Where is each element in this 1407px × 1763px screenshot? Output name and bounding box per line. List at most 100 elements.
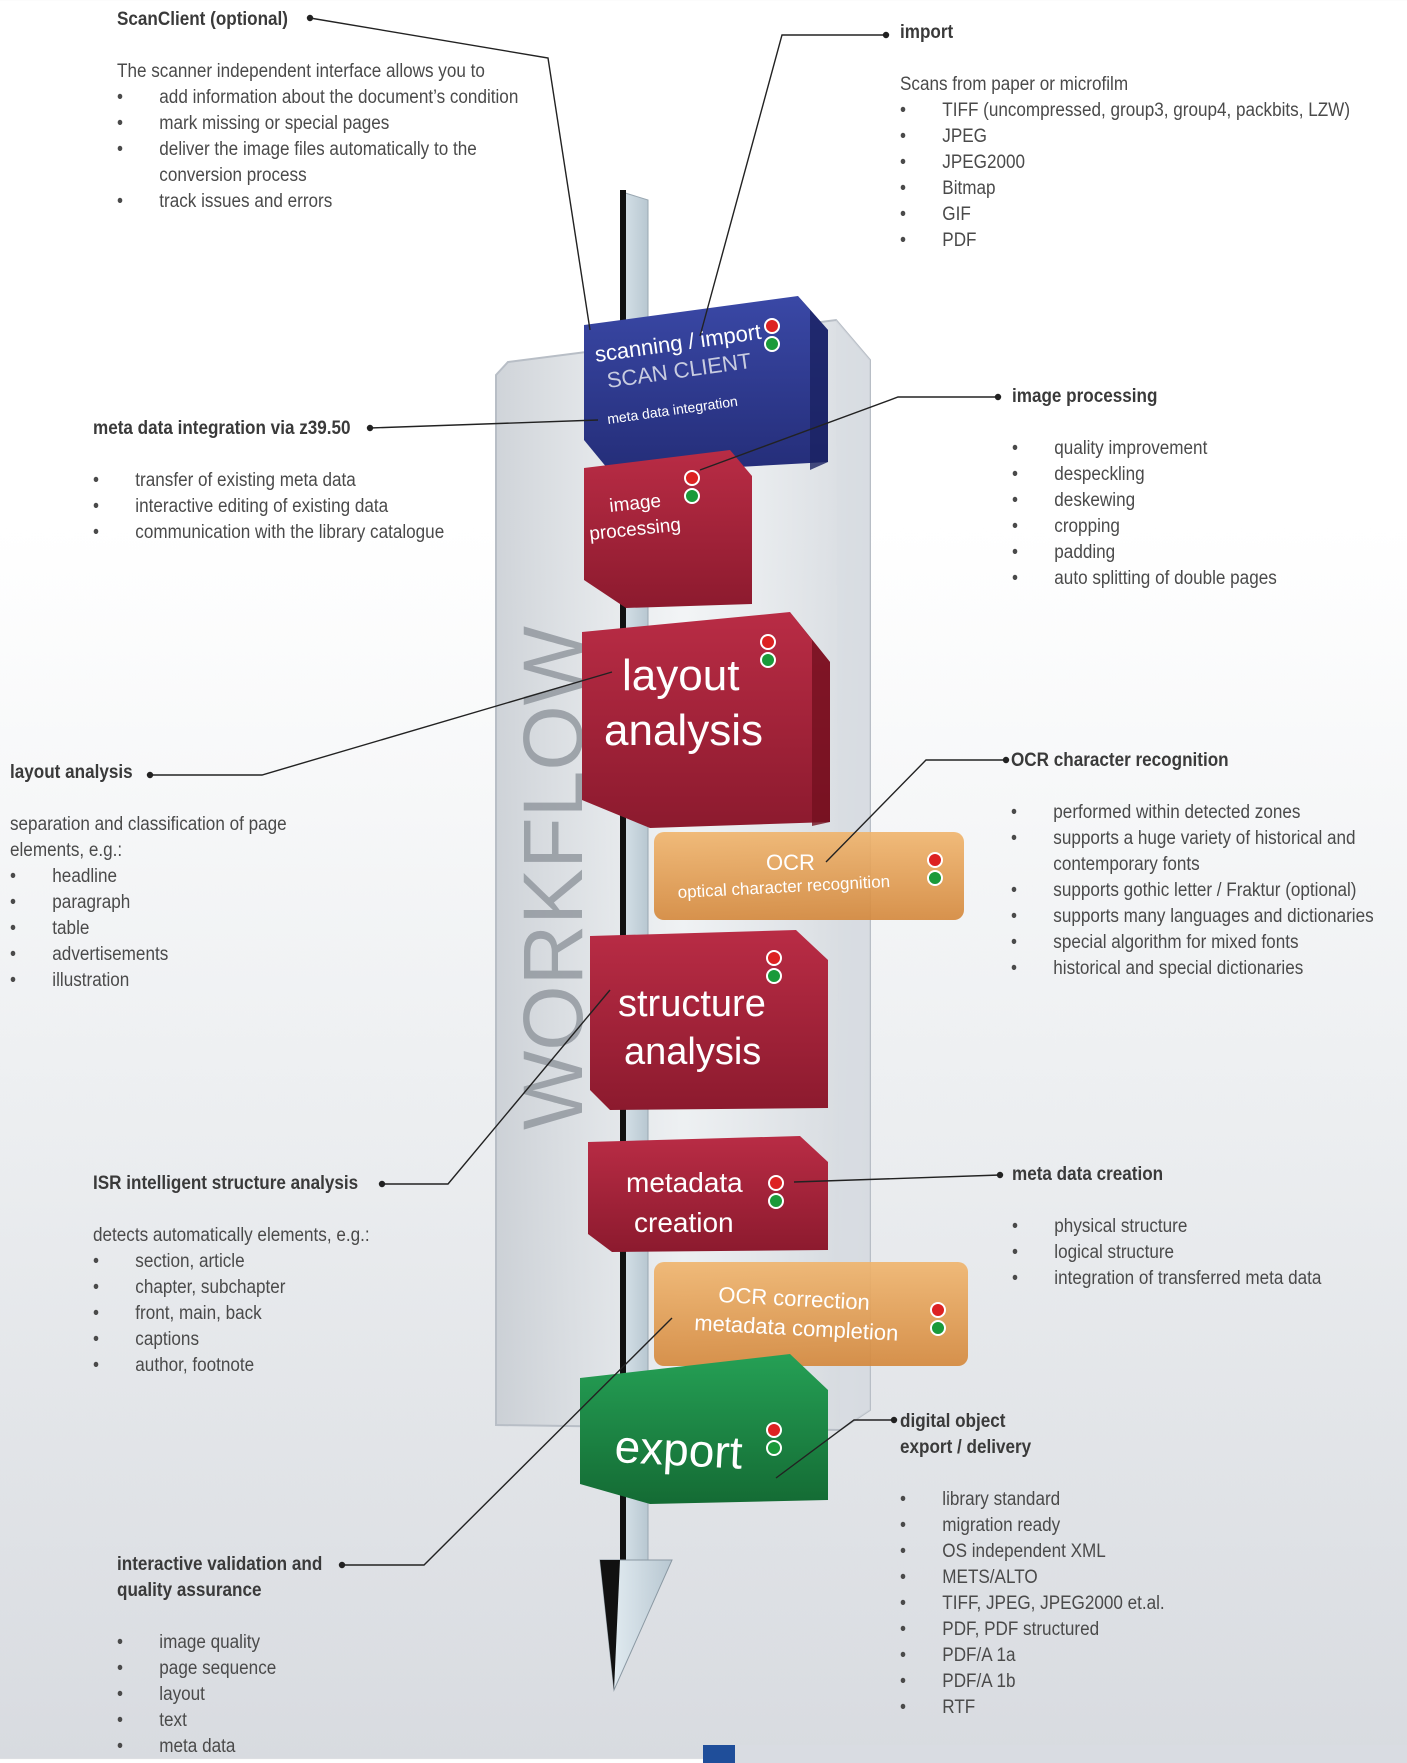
list-item: meta data <box>117 1734 441 1760</box>
list-item: Bitmap <box>900 176 1368 202</box>
isr-list: section, article chapter, subchapter fro… <box>93 1249 453 1379</box>
list-item: transfer of existing meta data <box>93 468 489 494</box>
stage-layout-line1: layout <box>622 651 739 700</box>
list-item: quality improvement <box>1012 436 1372 462</box>
validation-list: image quality page sequence layout text … <box>117 1630 441 1760</box>
list-item: deliver the image files automatically to… <box>117 137 549 189</box>
scanclient-list: add information about the document’s con… <box>117 85 549 215</box>
list-item: GIF <box>900 202 1368 228</box>
metadata-integration-list: transfer of existing meta data interacti… <box>93 468 489 546</box>
list-item: PDF, PDF structured <box>900 1617 1260 1643</box>
list-item: padding <box>1012 540 1372 566</box>
section-image-processing: image processing quality improvement des… <box>1012 384 1372 592</box>
section-export: digital object export / delivery library… <box>900 1409 1260 1721</box>
list-item: paragraph <box>10 890 307 916</box>
section-isr: ISR intelligent structure analysis detec… <box>93 1171 453 1379</box>
list-item: TIFF (uncompressed, group3, group4, pack… <box>900 98 1368 124</box>
export-list: library standard migration ready OS inde… <box>900 1487 1260 1721</box>
list-item: JPEG <box>900 124 1368 150</box>
status-lights-ocr-icon <box>927 852 943 886</box>
list-item: page sequence <box>117 1656 441 1682</box>
stage-layout: layout analysis <box>582 612 830 828</box>
layout-analysis-list: headline paragraph table advertisements … <box>10 864 307 994</box>
list-item: illustration <box>10 968 307 994</box>
status-lights-layout-icon <box>760 634 776 668</box>
import-list: TIFF (uncompressed, group3, group4, pack… <box>900 98 1368 254</box>
list-item: TIFF, JPEG, JPEG2000 et.al. <box>900 1591 1260 1617</box>
list-item: track issues and errors <box>117 189 549 215</box>
section-ocr: OCR character recognition performed with… <box>1011 748 1407 982</box>
list-item: supports a huge variety of historical an… <box>1011 826 1407 878</box>
stage-image-processing: image processing <box>584 450 752 608</box>
list-item: layout <box>117 1682 441 1708</box>
list-item: PDF/A 1b <box>900 1669 1260 1695</box>
list-item: supports gothic letter / Fraktur (option… <box>1011 878 1407 904</box>
stage-metadata-line2: creation <box>634 1207 734 1238</box>
list-item: special algorithm for mixed fonts <box>1011 930 1407 956</box>
section-metadata-creation: meta data creation physical structure lo… <box>1012 1162 1372 1292</box>
list-item: text <box>117 1708 441 1734</box>
list-item: table <box>10 916 307 942</box>
layout-analysis-intro: separation and classification of page el… <box>10 814 287 861</box>
leader-lines <box>146 14 1010 1569</box>
section-layout-analysis: layout analysis separation and classific… <box>10 760 307 994</box>
isr-intro: detects automatically elements, e.g.: <box>93 1225 370 1246</box>
list-item: auto splitting of double pages <box>1012 566 1372 592</box>
ocr-heading: OCR character recognition <box>1011 750 1229 771</box>
section-scanclient: ScanClient (optional) The scanner indepe… <box>117 7 549 215</box>
stage-scanning: scanning / import SCAN CLIENT meta data … <box>584 296 828 474</box>
status-lights-scanning-icon <box>764 318 780 352</box>
list-item: integration of transferred meta data <box>1012 1266 1372 1292</box>
list-item: JPEG2000 <box>900 150 1368 176</box>
list-item: communication with the library catalogue <box>93 520 489 546</box>
status-lights-structure-icon <box>766 950 782 984</box>
validation-heading: interactive validation and quality assur… <box>117 1554 323 1601</box>
section-validation: interactive validation and quality assur… <box>117 1552 441 1760</box>
list-item: chapter, subchapter <box>93 1275 453 1301</box>
status-lights-export-icon <box>766 1422 782 1456</box>
ocr-list: performed within detected zones supports… <box>1011 800 1407 982</box>
isr-heading: ISR intelligent structure analysis <box>93 1173 359 1194</box>
stage-ocr: OCR optical character recognition <box>654 832 964 920</box>
list-item: despeckling <box>1012 462 1372 488</box>
list-item: author, footnote <box>93 1353 453 1379</box>
footer-bar <box>735 1745 1407 1763</box>
stage-structure-line2: analysis <box>624 1031 761 1073</box>
stage-metadata: metadata creation <box>588 1136 828 1252</box>
metadata-creation-heading: meta data creation <box>1012 1164 1164 1185</box>
list-item: interactive editing of existing data <box>93 494 489 520</box>
section-import: import Scans from paper or microfilm TIF… <box>900 20 1368 254</box>
import-heading: import <box>900 22 954 43</box>
list-item: performed within detected zones <box>1011 800 1407 826</box>
stage-ocr-correction: OCR correction metadata completion <box>654 1262 968 1366</box>
image-processing-heading: image processing <box>1012 386 1158 407</box>
status-lights-image-processing-icon <box>684 470 700 504</box>
stage-structure-line1: structure <box>618 983 766 1025</box>
list-item: supports many languages and dictionaries <box>1011 904 1407 930</box>
metadata-creation-list: physical structure logical structure int… <box>1012 1214 1372 1292</box>
list-item: add information about the document’s con… <box>117 85 549 111</box>
list-item: section, article <box>93 1249 453 1275</box>
image-processing-list: quality improvement despeckling deskewin… <box>1012 436 1372 592</box>
status-lights-ocr-correction-icon <box>930 1302 946 1336</box>
list-item: physical structure <box>1012 1214 1372 1240</box>
list-item: RTF <box>900 1695 1260 1721</box>
brand-badge <box>703 1745 735 1763</box>
status-lights-metadata-icon <box>768 1175 784 1209</box>
import-intro: Scans from paper or microfilm <box>900 74 1129 95</box>
workflow-arrow-line <box>620 190 626 1570</box>
list-item: METS/ALTO <box>900 1565 1260 1591</box>
export-heading: digital object export / delivery <box>900 1411 1032 1458</box>
section-metadata-integration: meta data integration via z39.50 transfe… <box>93 416 489 546</box>
list-item: front, main, back <box>93 1301 453 1327</box>
stage-structure: structure analysis <box>590 930 828 1110</box>
stage-export-line1: export <box>613 1420 744 1479</box>
stage-ocr-line1: OCR <box>766 850 815 875</box>
list-item: library standard <box>900 1487 1260 1513</box>
stage-layout-line2: analysis <box>604 706 763 755</box>
list-item: historical and special dictionaries <box>1011 956 1407 982</box>
list-item: headline <box>10 864 307 890</box>
list-item: PDF/A 1a <box>900 1643 1260 1669</box>
stage-metadata-line1: metadata <box>626 1167 743 1198</box>
